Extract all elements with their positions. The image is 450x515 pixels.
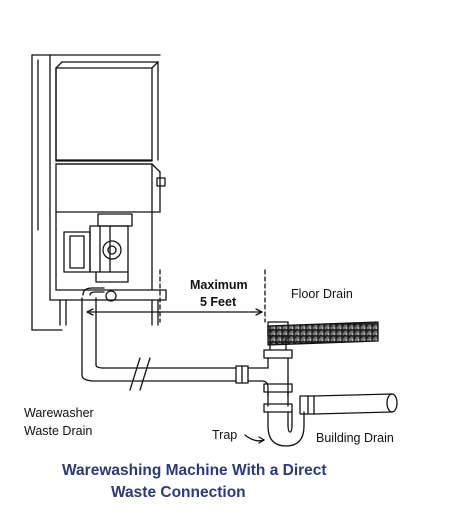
drain-stack: [247, 321, 293, 413]
caption-line-1: Warewashing Machine With a Direct: [62, 462, 327, 479]
floor-slab: [267, 321, 379, 346]
building-drain-label: Building Drain: [316, 431, 394, 445]
warewashing-machine: [31, 54, 167, 331]
waste-drain-label: Waste Drain: [24, 424, 93, 438]
machine-drain-outlet: [82, 287, 117, 302]
trap-label: Trap: [212, 428, 238, 442]
maximum-label: Maximum: [190, 278, 248, 292]
p-trap: [267, 393, 398, 447]
waste-drain-pipe: [81, 297, 249, 391]
warewasher-label: Warewasher: [24, 406, 94, 420]
caption-line-2: Waste Connection: [111, 484, 246, 501]
pump-motor: [63, 213, 133, 283]
trap-pointer: [244, 434, 265, 444]
five-feet-label: 5 Feet: [200, 295, 237, 309]
floor-drain-label: Floor Drain: [291, 287, 353, 301]
dimension-marker: [86, 269, 266, 323]
